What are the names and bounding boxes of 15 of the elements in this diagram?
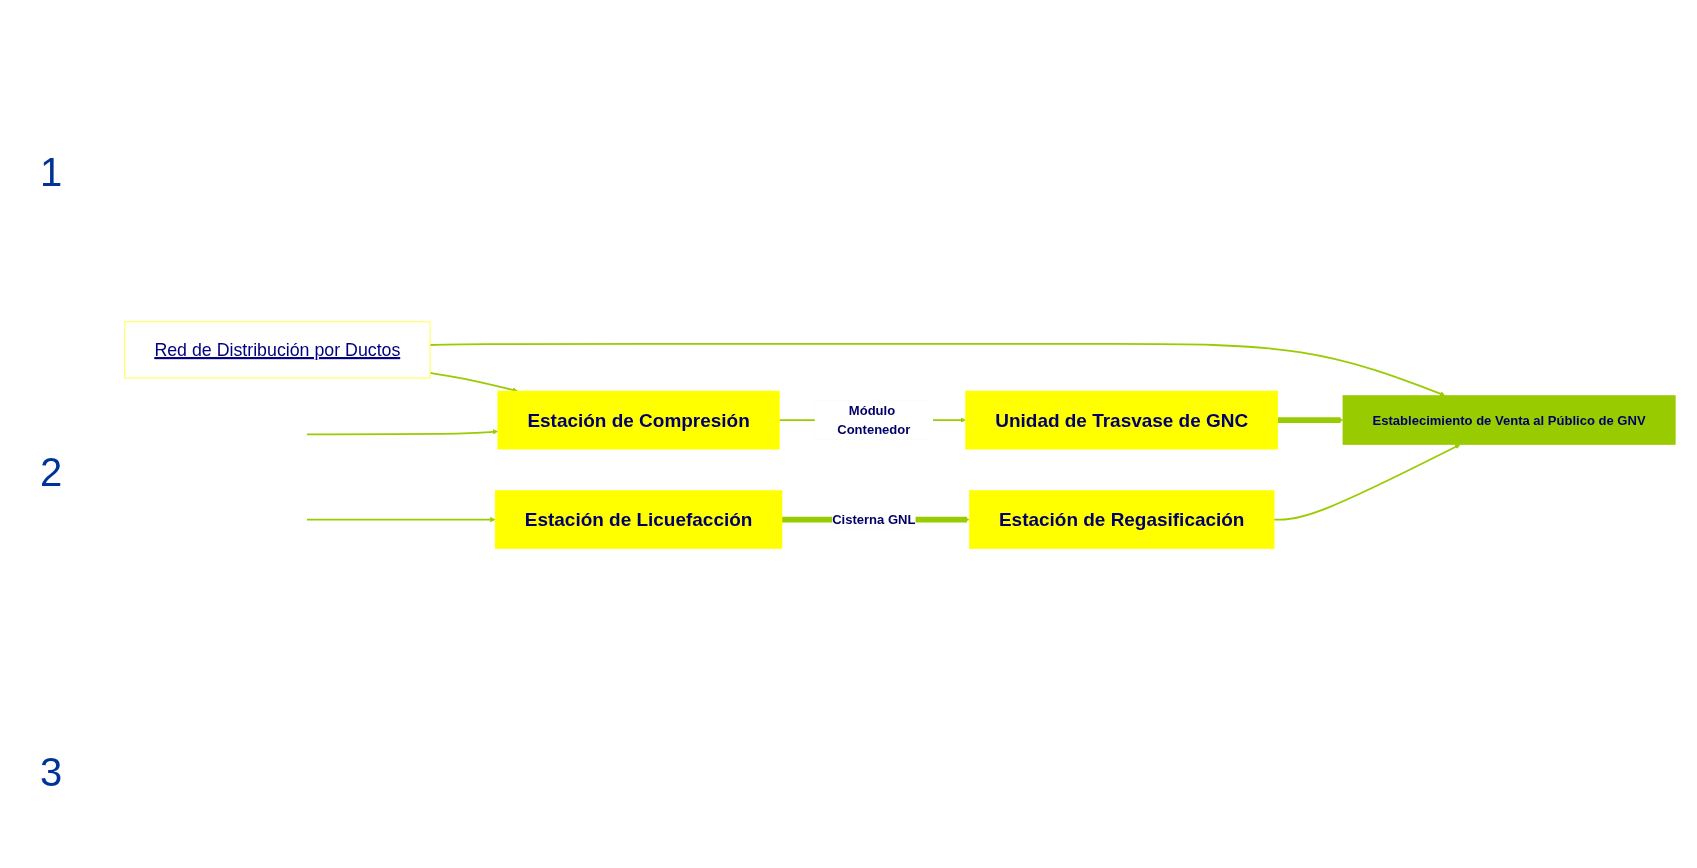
node-box: Red de Distribución por Ductos — [124, 320, 431, 379]
node-box: Unidad de Trasvase de GNC — [965, 390, 1279, 450]
node-box: Estación de Licuefacción — [494, 490, 783, 549]
arrow — [1273, 444, 1461, 521]
edge-label: Módulo Contenedor — [837, 402, 911, 438]
node-box: Establecimiento de Venta al Público de GNV — [1342, 395, 1676, 445]
node-box: Estación de Regasificación — [969, 490, 1275, 549]
arrow — [306, 516, 496, 522]
node-box: Estación de Compresión — [497, 390, 780, 450]
callout-number: 2 — [40, 450, 63, 495]
edge-label: Cisterna GNL — [832, 512, 916, 527]
arrow — [306, 429, 499, 435]
callout-number: 3 — [40, 750, 63, 795]
arrow — [1277, 416, 1344, 423]
callout-number: 1 — [40, 150, 63, 195]
